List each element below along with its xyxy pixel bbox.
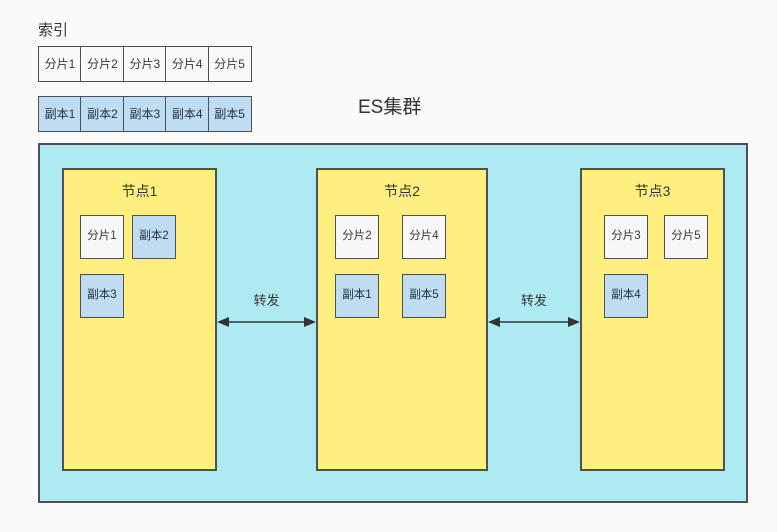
shard-box[interactable]: 分片2	[335, 215, 379, 259]
index-title: 索引	[38, 22, 69, 39]
connector-label: 转发	[253, 293, 280, 308]
index-shard-cell[interactable]: 分片2	[80, 46, 125, 82]
index-shard-cell[interactable]: 分片4	[165, 46, 210, 82]
node-title: 节点3	[634, 183, 671, 199]
node-title: 节点2	[384, 183, 420, 199]
cluster-title: ES集群	[358, 97, 422, 118]
shard-box[interactable]: 分片5	[664, 215, 708, 259]
index-replica-cell[interactable]: 副本3	[122, 96, 167, 132]
bidirectional-arrow-icon	[488, 317, 580, 327]
forward-connector-2-3: 转发	[488, 293, 580, 340]
replica-box[interactable]: 副本4	[604, 274, 648, 318]
connector-label: 转发	[520, 293, 547, 308]
replica-box[interactable]: 副本2	[132, 215, 176, 259]
index-replica-cell[interactable]: 副本1	[38, 96, 82, 132]
index-shard-cell[interactable]: 分片3	[122, 46, 167, 82]
index-shard-cell[interactable]: 分片1	[38, 46, 82, 82]
replica-box[interactable]: 副本3	[80, 274, 124, 318]
forward-connector-1-2: 转发	[217, 293, 316, 340]
shard-box[interactable]: 分片3	[604, 215, 648, 259]
index-replica-cell[interactable]: 副本2	[80, 96, 125, 132]
replica-box[interactable]: 副本1	[335, 274, 379, 318]
index-replica-cell[interactable]: 副本5	[207, 96, 252, 132]
node-box-3[interactable]: 节点3 分片3 分片5 副本4	[580, 168, 725, 471]
index-replica-cell[interactable]: 副本4	[165, 96, 210, 132]
shard-box[interactable]: 分片1	[80, 215, 124, 259]
replica-box[interactable]: 副本5	[402, 274, 446, 318]
index-shard-cell[interactable]: 分片5	[207, 46, 252, 82]
bidirectional-arrow-icon	[217, 317, 316, 327]
node-title: 节点1	[121, 183, 158, 199]
node-box-2[interactable]: 节点2 分片2 分片4 副本1 副本5	[316, 168, 488, 471]
shard-box[interactable]: 分片4	[402, 215, 446, 259]
